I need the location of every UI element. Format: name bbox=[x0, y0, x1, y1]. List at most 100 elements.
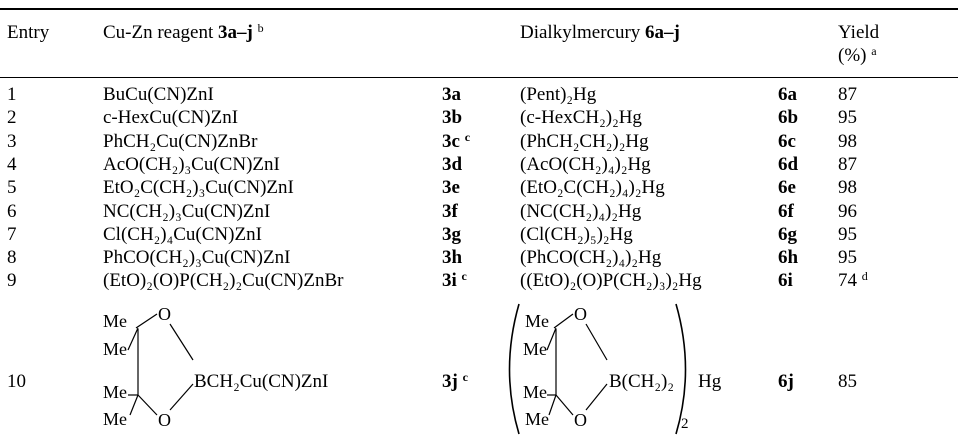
reagent-cell: PhCH₂Cu(CN)ZnBr bbox=[103, 131, 258, 152]
yield-value: 95 bbox=[838, 247, 857, 268]
reagent-cell: Cl(CH₂)₄Cu(CN)ZnI bbox=[103, 224, 262, 245]
mercury-cell: (NC(CH₂)₄)₂Hg bbox=[520, 201, 642, 222]
entry-cell: 4 bbox=[7, 154, 17, 175]
yield-value: 74 bbox=[838, 270, 857, 291]
reagent-cell: EtO₂C(CH₂)₃Cu(CN)ZnI bbox=[103, 177, 294, 198]
reagent-cell: BCH₂Cu(CN)ZnI bbox=[194, 371, 329, 392]
mercury-cell: (AcO(CH₂)₄)₂Hg bbox=[520, 154, 651, 175]
reagent-id-label: 3d bbox=[442, 154, 463, 175]
reagent-id-label: 3a bbox=[442, 84, 461, 105]
header-yield: Yield bbox=[838, 22, 880, 43]
top-rule bbox=[0, 8, 958, 10]
header-rule bbox=[0, 77, 958, 78]
reagent-id: 3i c bbox=[442, 270, 467, 292]
ring-o-4: O bbox=[574, 410, 587, 430]
entry-cell: 3 bbox=[7, 131, 17, 152]
mercury-id: 6a bbox=[778, 84, 797, 105]
mercury-cell: (Pent)₂Hg bbox=[520, 84, 597, 105]
mercury-id: 6e bbox=[778, 177, 796, 198]
header-entry: Entry bbox=[7, 22, 50, 43]
ring-me-4: Me bbox=[103, 409, 127, 429]
reagent-cell: BuCu(CN)ZnI bbox=[103, 84, 214, 105]
yield-cell: 95 bbox=[838, 247, 857, 269]
entry-cell: 2 bbox=[7, 107, 17, 128]
yield-cell: 98 bbox=[838, 177, 857, 199]
yield-value: 95 bbox=[838, 107, 857, 128]
ring-me-1: Me bbox=[103, 311, 127, 331]
reagent-id-label: 3h bbox=[442, 247, 463, 268]
mercury-cell: B(CH₂)₂ bbox=[609, 371, 674, 392]
reagent-id-label: 3e bbox=[442, 177, 460, 198]
yield-cell: 87 bbox=[838, 84, 857, 106]
yield-value: 96 bbox=[838, 201, 857, 222]
reagent-id: 3c c bbox=[442, 131, 470, 153]
entry-cell: 8 bbox=[7, 247, 17, 268]
mercury-cell: (PhCO(CH₂)₄)₂Hg bbox=[520, 247, 662, 268]
reagent-id: 3h bbox=[442, 247, 462, 269]
footnote-mark: c bbox=[461, 269, 467, 283]
mercury-cell: ((EtO)₂(O)P(CH₂)₃)₂Hg bbox=[520, 270, 702, 291]
yield-value: 87 bbox=[838, 154, 857, 175]
reagent-id: 3f bbox=[442, 201, 458, 223]
ring-me-7: Me bbox=[523, 382, 547, 402]
yield-value: 98 bbox=[838, 131, 857, 152]
footnote-mark: d bbox=[861, 269, 868, 283]
mercury-id: 6f bbox=[778, 201, 794, 222]
ring-me-3: Me bbox=[103, 382, 127, 402]
reagent-id: 3e bbox=[442, 177, 460, 199]
entry-cell: 10 bbox=[7, 371, 26, 392]
ring-o-1: O bbox=[158, 304, 171, 324]
reagent-id-label: 3i bbox=[442, 270, 457, 291]
header-yield-unit: (%) a bbox=[838, 44, 877, 66]
yield-cell: 85 bbox=[838, 371, 857, 392]
entry-cell: 6 bbox=[7, 201, 17, 222]
reagent-id: 3g bbox=[442, 224, 461, 246]
mercury-cell: (PhCH₂CH₂)₂Hg bbox=[520, 131, 649, 152]
mercury-hg: Hg bbox=[698, 371, 722, 392]
mercury-cell: (Cl(CH₂)₅)₂Hg bbox=[520, 224, 633, 245]
reagent-id: 3d bbox=[442, 154, 462, 176]
yield-cell: 74 d bbox=[838, 270, 868, 292]
reagent-id-label: 3f bbox=[442, 201, 458, 222]
yield-cell: 87 bbox=[838, 154, 857, 176]
yield-cell: 98 bbox=[838, 131, 857, 153]
entry-cell: 1 bbox=[7, 84, 17, 105]
mercury-id: 6c bbox=[778, 131, 796, 152]
header-reagent: Cu-Zn reagent 3a–j b bbox=[103, 21, 264, 43]
entry-cell: 9 bbox=[7, 270, 17, 291]
yield-cell: 95 bbox=[838, 107, 857, 129]
mercury-cell: (EtO₂C(CH₂)₄)₂Hg bbox=[520, 177, 665, 198]
yield-value: 87 bbox=[838, 84, 857, 105]
reagent-cell: PhCO(CH₂)₃Cu(CN)ZnI bbox=[103, 247, 291, 268]
ring-o-3: O bbox=[574, 304, 587, 324]
reagent-id-label: 3b bbox=[442, 107, 463, 128]
yield-cell: 95 bbox=[838, 224, 857, 246]
header-mercury: Dialkylmercury 6a–j bbox=[520, 22, 680, 43]
reagent-id-label: 3g bbox=[442, 224, 461, 245]
yield-value: 95 bbox=[838, 224, 857, 245]
mercury-id: 6j bbox=[778, 371, 794, 392]
mercury-id: 6b bbox=[778, 107, 799, 128]
reagent-cell: NC(CH₂)₃Cu(CN)ZnI bbox=[103, 201, 271, 222]
mercury-id: 6h bbox=[778, 247, 799, 268]
reagent-id-label: 3c bbox=[442, 131, 460, 152]
reagent-id: 3a bbox=[442, 84, 461, 106]
ring-me-6: Me bbox=[523, 339, 547, 359]
entry-cell: 5 bbox=[7, 177, 17, 198]
yield-cell: 96 bbox=[838, 201, 857, 223]
reagent-cell: (EtO)₂(O)P(CH₂)₂Cu(CN)ZnBr bbox=[103, 270, 344, 291]
mercury-id: 6d bbox=[778, 154, 799, 175]
reagent-id: 3b bbox=[442, 107, 462, 129]
mercury-cell: (c-HexCH₂)₂Hg bbox=[520, 107, 642, 128]
mercury-id: 6g bbox=[778, 224, 797, 245]
yield-value: 98 bbox=[838, 177, 857, 198]
footnote-mark: c bbox=[464, 130, 471, 144]
reagent-id: 3j c bbox=[442, 370, 468, 392]
ring-o-2: O bbox=[158, 410, 171, 430]
ring-me-8: Me bbox=[525, 409, 549, 429]
entry-cell: 7 bbox=[7, 224, 17, 245]
ring-me-2: Me bbox=[103, 339, 127, 359]
mercury-subscript: 2 bbox=[681, 416, 689, 432]
